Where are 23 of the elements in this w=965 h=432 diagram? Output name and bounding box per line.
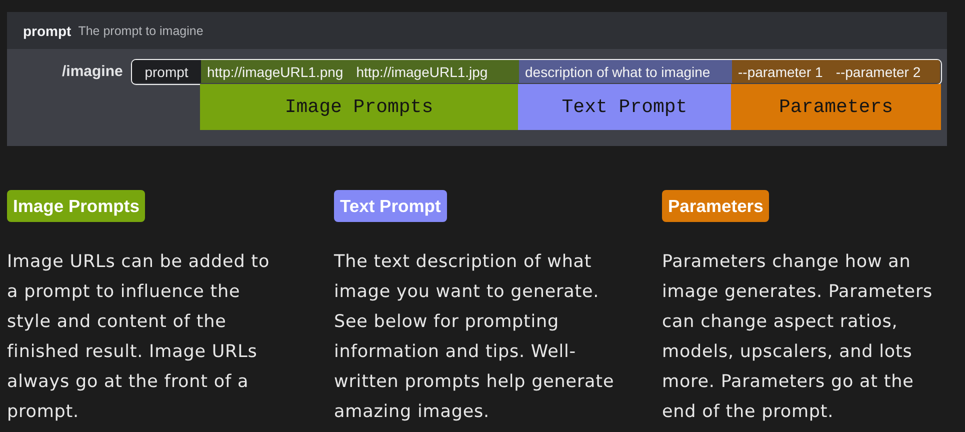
input-segment bbox=[519, 60, 732, 83]
command-text: /imagine bbox=[62, 62, 123, 82]
command-input-field bbox=[131, 59, 942, 85]
url-text: http://imageURL1.jpg bbox=[356, 64, 488, 80]
option-description: The prompt to imagine bbox=[78, 24, 204, 38]
section-tag: Text Prompt bbox=[334, 190, 447, 222]
option-name: prompt bbox=[23, 22, 72, 38]
section-tag: Image Prompts bbox=[7, 190, 146, 222]
description-text: The text description of what image you want to generate. See below for prompting information and tips. Well-written prompts help generate amazing images. bbox=[334, 251, 616, 424]
section-tag: Parameters bbox=[662, 190, 770, 222]
category-bar: Text Prompt bbox=[518, 84, 731, 130]
input-segment bbox=[201, 60, 519, 83]
option-chip: prompt bbox=[132, 60, 201, 83]
description-text: Parameters change how an image generates. Parameters can change aspect ratios, models, upscalers, and lots more. Parameters go at the end of the prompt. bbox=[662, 251, 934, 424]
input-segment bbox=[732, 60, 940, 83]
description-placeholder: description of what to imagine bbox=[525, 64, 710, 80]
option-header-bar bbox=[7, 12, 947, 49]
parameter-text: --parameter 1 bbox=[738, 64, 823, 80]
category-bar: Parameters bbox=[731, 84, 941, 130]
url-text: http://imageURL1.png bbox=[207, 64, 344, 80]
category-bar: Image Prompts bbox=[200, 84, 518, 130]
parameter-text: --parameter 2 bbox=[836, 64, 921, 80]
description-text: Image URLs can be added to a prompt to influence the style and content of the finished result. Image URLs always go at the front of a prompt. bbox=[7, 251, 271, 424]
